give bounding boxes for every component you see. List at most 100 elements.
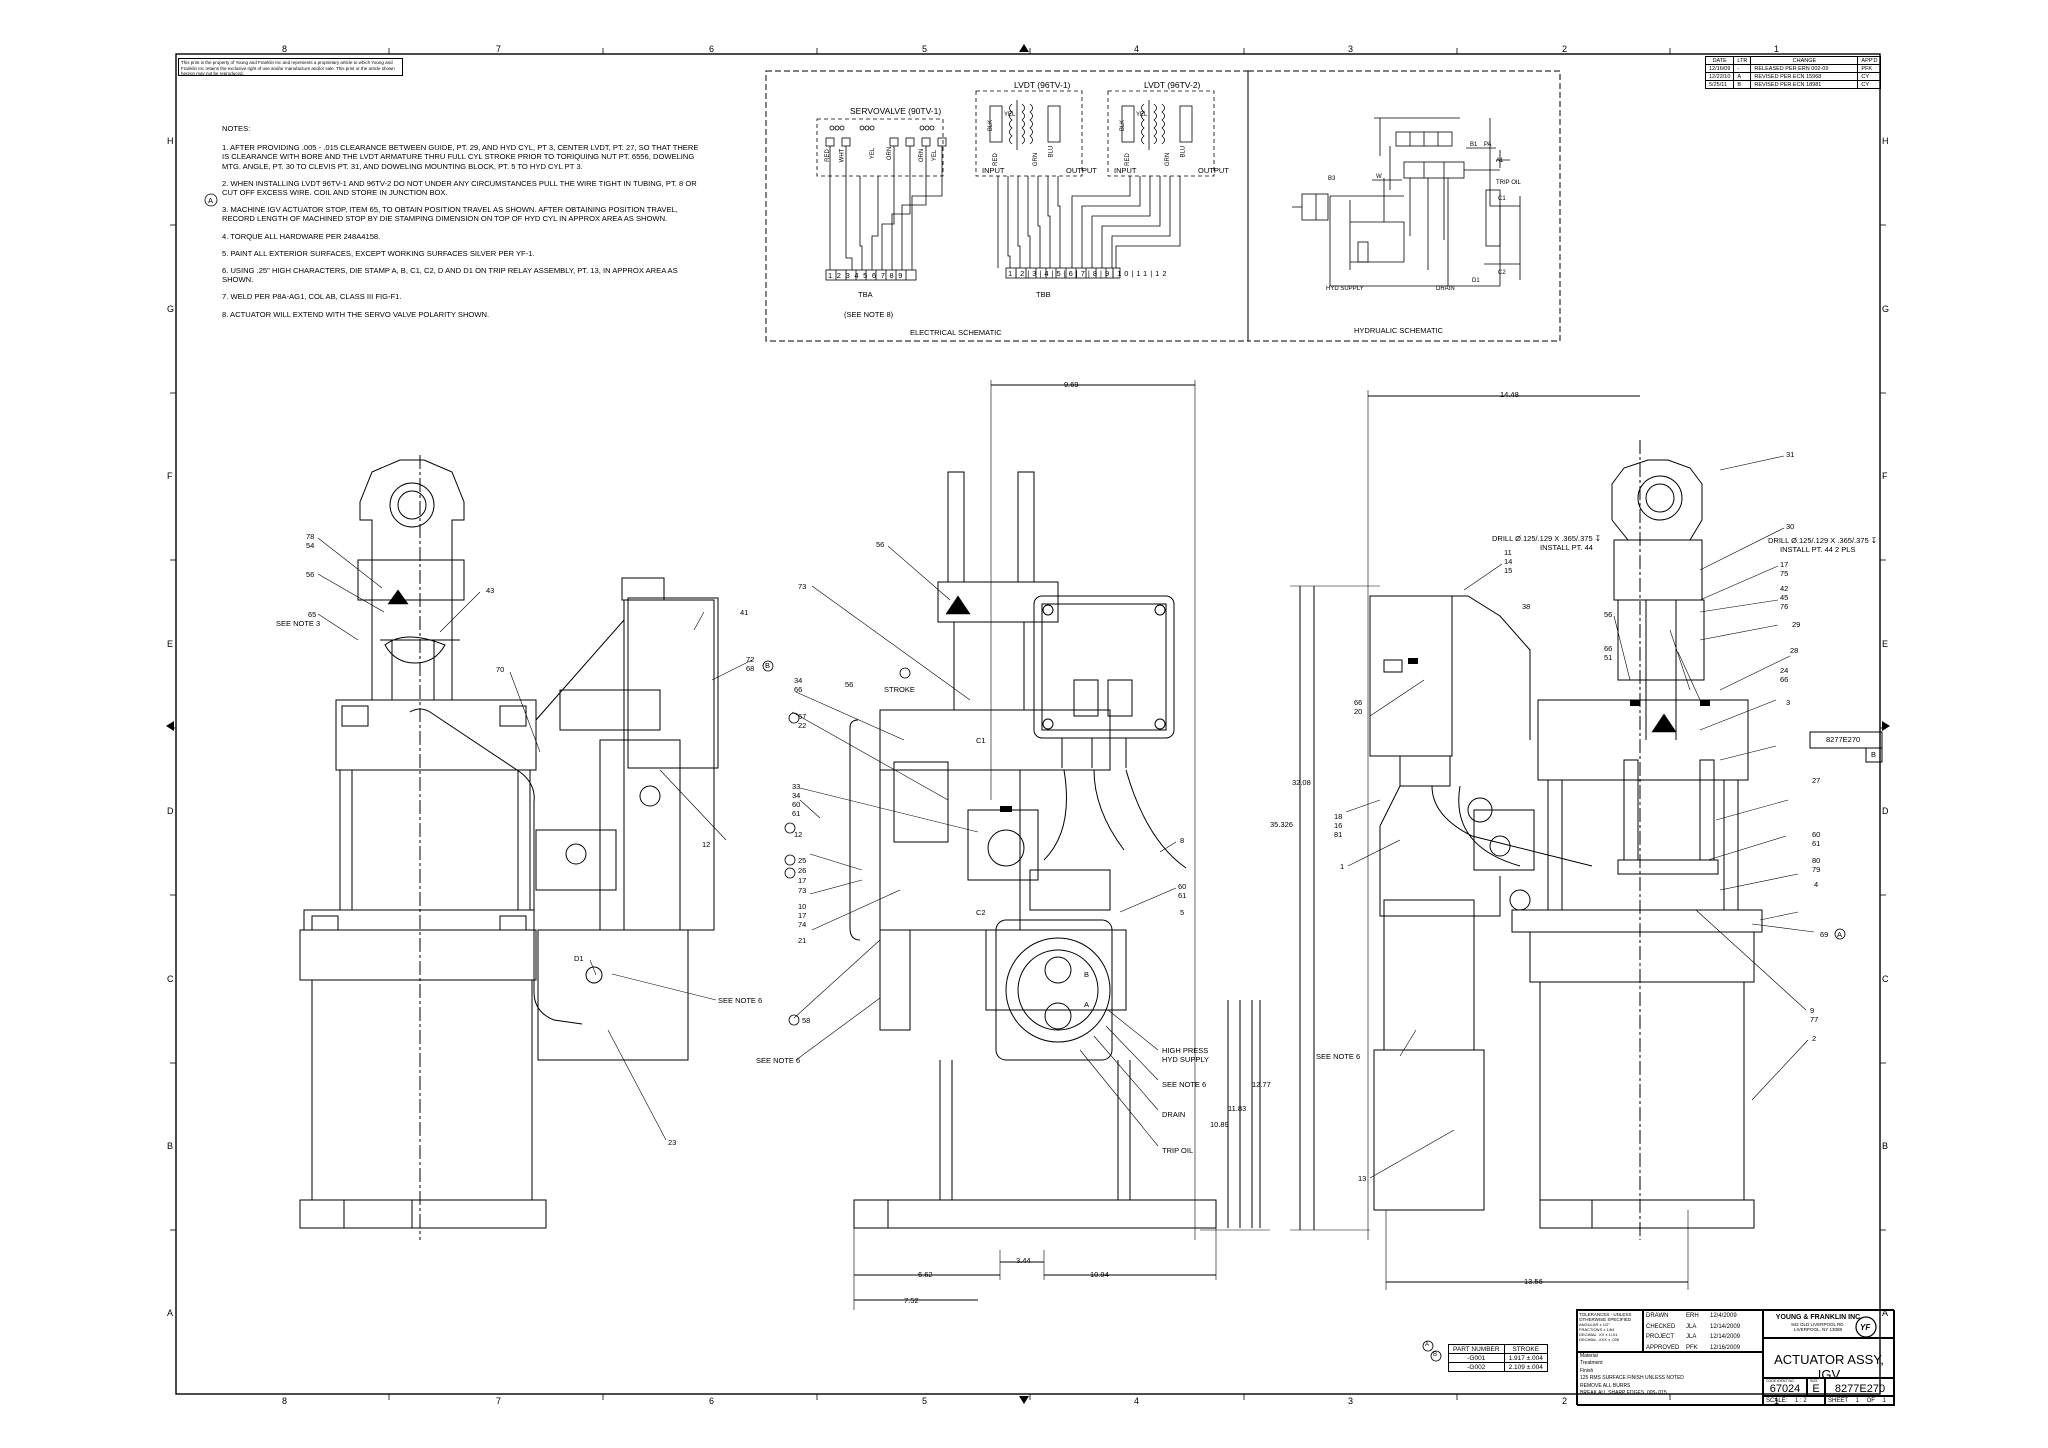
rev-change: RELEASED PER ERN 002-09	[1750, 64, 1859, 73]
hyd-port-b1: B1	[1470, 142, 1478, 148]
lvdt2-wire-blk: BLK	[1120, 119, 1127, 132]
part-number-table: PART NUMBER STROKE -G001 1.917 ±.004 -G0…	[1448, 1344, 1548, 1372]
tbb-terminal: 4	[1044, 269, 1052, 278]
see-note-6-c2: SEE NOTE 6	[1162, 1080, 1207, 1089]
dim-10-89: 10.89	[1210, 1120, 1229, 1129]
zone-col-1-top: 1	[1774, 44, 1780, 54]
tba-terminal: 2	[836, 271, 846, 280]
callout-38: 38	[1522, 602, 1531, 611]
tolerance-box: TOLERANCES - UNLESS OTHERWISE SPECIFIED …	[1577, 1310, 1643, 1352]
table-row: 5/25/11 B REVISED PER ECN 18981 CY	[1704, 80, 1882, 89]
tbb-terminal: 1	[1008, 269, 1016, 278]
zone-col-3-bottom: 3	[1348, 1396, 1354, 1406]
lvdt1-label: LVDT (96TV-1)	[1014, 80, 1071, 90]
note-4: 4. TORQUE ALL HARDWARE PER 248A4158.	[222, 231, 381, 241]
callout-8-c: 8	[1180, 836, 1185, 845]
callout-d1: D1	[574, 954, 584, 963]
callout-45: 45	[1780, 593, 1789, 602]
company-box: YOUNG & FRANKLIN INC 942 OLD LIVERPOOL R…	[1763, 1310, 1895, 1338]
sv-wire-yel-2: YEL	[932, 149, 939, 162]
tbb-terminal: 5	[1056, 269, 1064, 278]
callout-c1: C1	[976, 736, 986, 745]
callout-60-c2: 60	[1178, 882, 1187, 891]
of-label: OF	[1866, 1398, 1875, 1404]
dim-6-62: 6.62	[918, 1270, 933, 1279]
callout-80: 80	[1812, 856, 1821, 865]
callout-22-c: 22	[798, 721, 807, 730]
drill-note-1b: INSTALL PT. 44	[1540, 543, 1593, 552]
trip-oil-label-c: TRIP OIL	[1162, 1146, 1194, 1155]
zone-row-g-right: G	[1882, 304, 1890, 314]
size-box: SIZE E	[1807, 1378, 1825, 1396]
callout-20: 20	[1354, 707, 1363, 716]
hyd-port-b3: B3	[1328, 176, 1336, 182]
port-a-label: A	[1084, 1000, 1090, 1009]
dim-13-56: 13.56	[1524, 1277, 1543, 1286]
zone-row-f-right: F	[1882, 471, 1888, 481]
project-label: PROJECT	[1646, 1334, 1675, 1340]
material-box: Material Treatment Finish 125 RMS SURFAC…	[1577, 1352, 1763, 1406]
tba-terminal: 8	[889, 271, 899, 280]
lvdt1-wire-grn: GRN	[1033, 152, 1040, 167]
rev-header-appd: APP'D	[1857, 56, 1882, 65]
callout-15: 15	[1504, 566, 1513, 575]
zone-row-h-left: H	[167, 136, 174, 146]
callout-see-note-6-c: SEE NOTE 6	[756, 1056, 801, 1065]
drill-note-2b: INSTALL PT. 44 2 PLS	[1780, 545, 1856, 554]
tolerance-line: DECIMAL .XXX ± .005	[1579, 1337, 1620, 1342]
pn-stroke: 1.917 ±.004	[1503, 1353, 1548, 1363]
zone-row-a-left: A	[167, 1308, 174, 1318]
lvdt1-wire-red: RED	[992, 153, 999, 166]
tolerance-heading: TOLERANCES - UNLESS OTHERWISE SPECIFIED	[1579, 1312, 1632, 1322]
callout-72: 72	[746, 655, 755, 664]
table-row: 12/22/10 A REVISED PER ECN 15968 CY	[1704, 72, 1882, 81]
tba-label: TBA	[858, 290, 873, 299]
callout-5-c: 5	[1180, 908, 1185, 917]
sv-wire-orn: ORN	[887, 146, 894, 161]
hyd-trip-oil: TRIP OIL	[1496, 180, 1521, 186]
callout-33-c: 33	[792, 782, 801, 791]
callout-see-note-6-r: SEE NOTE 6	[1316, 1052, 1361, 1061]
tbb-terminal: 11	[1136, 269, 1151, 278]
callout-9: 9	[1810, 1006, 1815, 1015]
pn-marker-a: A	[1425, 1342, 1430, 1348]
zone-row-h-right: H	[1882, 136, 1889, 146]
rev-ltr: B	[1733, 80, 1752, 89]
hyd-port-a1: A1	[1496, 158, 1504, 164]
rev-header-change: CHANGE	[1750, 56, 1859, 65]
callout-1: 1	[1340, 862, 1345, 871]
hyd-port-pa: PA	[1484, 142, 1492, 148]
zone-row-d-left: D	[167, 806, 174, 816]
callout-73-c2: 73	[798, 886, 807, 895]
callout-74-c: 74	[798, 920, 807, 929]
hyd-supply-label: HYD SUPPLY	[1326, 286, 1364, 292]
dim-11-83: 11.83	[1228, 1104, 1247, 1113]
lvdt2-wire-grn: GRN	[1165, 152, 1172, 167]
tbb-terminal-strip: 1|2|3|4|5|6|7|8|9|10|11|12	[1008, 269, 1170, 278]
size-label: SIZE	[1810, 1379, 1818, 1383]
callout-61-c2: 61	[1178, 891, 1187, 900]
dim-32-08: 32.08	[1292, 778, 1311, 787]
callout-17: 17	[1780, 560, 1789, 569]
company-address-2: LIVERPOOL, NY 13088	[1794, 1327, 1842, 1332]
zone-row-a-right: A	[1882, 1308, 1889, 1318]
drill-note-1: DRILL Ø.125/.129 X .365/.375 ↧	[1492, 534, 1601, 543]
code-ident-box: CODE IDENT NO. 67024	[1763, 1378, 1807, 1396]
finish-label: Finish	[1580, 1367, 1594, 1374]
pn-stroke: 2.109 ±.004	[1503, 1362, 1548, 1372]
callout-66-r2: 66	[1780, 675, 1789, 684]
part-number-box: 8277E270	[1826, 735, 1861, 744]
callout-58-c: 58	[802, 1016, 811, 1025]
note-8: 8. ACTUATOR WILL EXTEND WITH THE SERVO V…	[222, 309, 490, 319]
callout-34-c2: 34	[792, 791, 801, 800]
zone-row-c-right: C	[1882, 974, 1889, 984]
notes-block: NOTES: 1. AFTER PROVIDING .005 - .015 CL…	[222, 124, 702, 327]
callout-31: 31	[1786, 450, 1795, 459]
callout-14: 14	[1504, 557, 1513, 566]
sheet-label: SHEET	[1828, 1398, 1848, 1404]
tba-terminal: 6	[871, 271, 881, 280]
rev-header-date: DATE	[1704, 56, 1735, 65]
